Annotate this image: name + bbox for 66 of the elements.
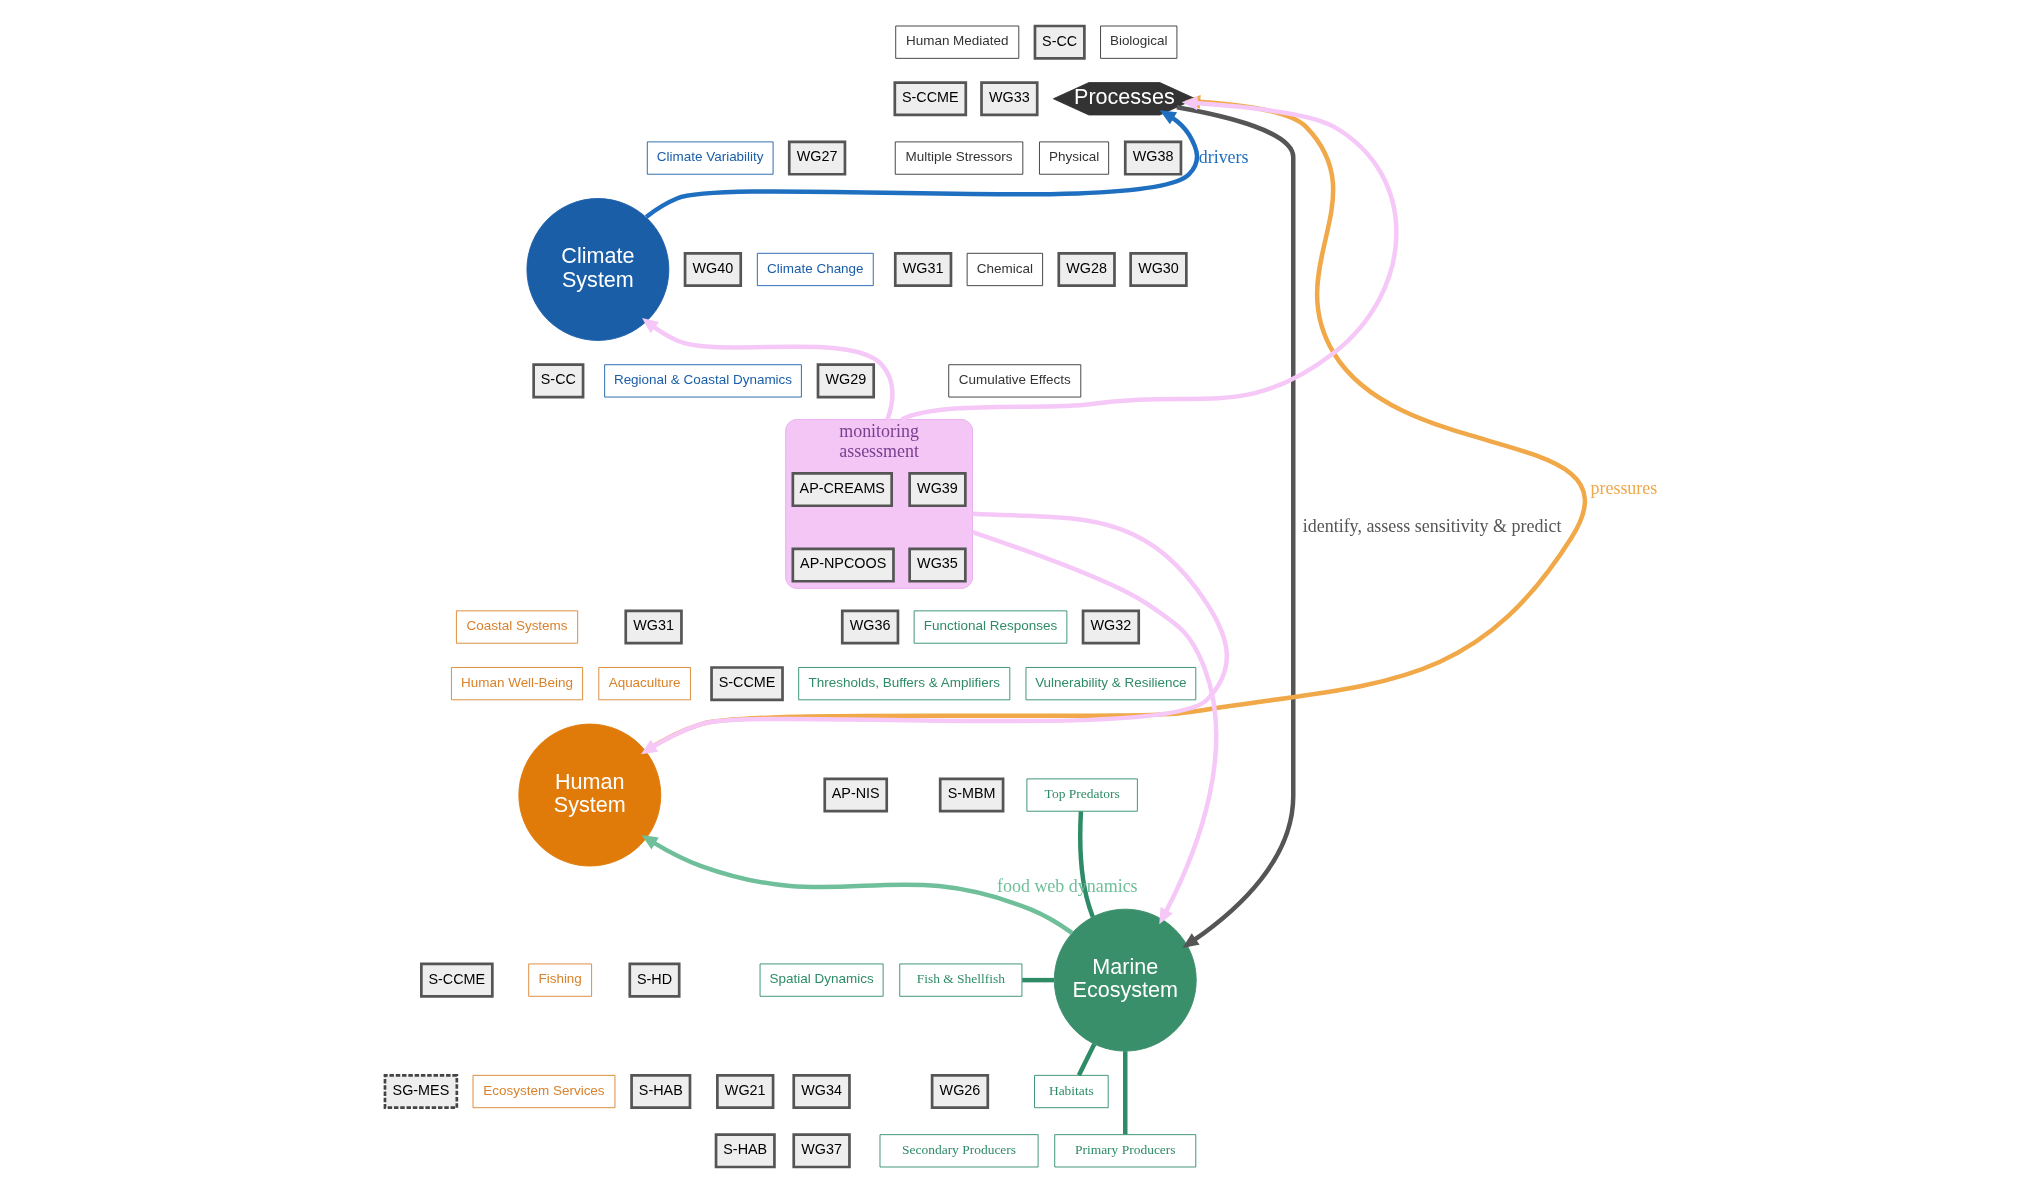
node-box: WG34 [792, 1074, 851, 1110]
node-circle: Climate System [526, 198, 670, 341]
node-box: S-MBM [938, 777, 1005, 813]
node-box: Ecosystem Services [472, 1074, 616, 1109]
arrow [971, 529, 1219, 925]
node-box: WG21 [716, 1074, 775, 1110]
node-box: Multiple Stressors [894, 141, 1024, 175]
node-box: Coastal Systems [455, 610, 579, 644]
node-box: S-CCME [893, 81, 968, 117]
node-box: WG27 [787, 140, 847, 176]
node-box: WG33 [980, 81, 1039, 117]
arrow [641, 835, 1074, 935]
node-box: Fishing [528, 963, 593, 997]
node-box: S-HAB [630, 1074, 692, 1110]
node-box: S-CC [1033, 24, 1086, 60]
node-box: WG39 [908, 472, 967, 508]
node-box: S-CC [532, 363, 585, 399]
node-box: Functional Responses [913, 610, 1068, 644]
node-box: WG30 [1129, 251, 1188, 287]
node-box: WG37 [792, 1133, 851, 1169]
arrow [642, 318, 895, 421]
connector [1123, 1051, 1128, 1135]
node-box: Secondary Producers [879, 1134, 1039, 1168]
edge-label: drivers [1198, 146, 1249, 167]
arrow [1176, 105, 1296, 948]
node-box: Climate Change [756, 252, 874, 287]
node-box: S-HAB [714, 1133, 776, 1169]
node-box: WG36 [840, 609, 900, 645]
edge-label: pressures [1590, 478, 1658, 499]
node-box: Vulnerability & Resilience [1025, 667, 1197, 701]
node-box: Primary Producers [1054, 1134, 1197, 1168]
node-box: Human Mediated [895, 25, 1020, 59]
node-box: Human Well-Being [451, 667, 584, 701]
node-box: WG28 [1057, 251, 1116, 287]
node-box: WG40 [683, 251, 743, 287]
node-box: Regional & Coastal Dynamics [604, 364, 802, 398]
node-box: WG26 [930, 1074, 990, 1110]
node-box: WG31 [893, 251, 953, 287]
node-box: WG38 [1123, 140, 1183, 176]
node-box: Cumulative Effects [948, 364, 1082, 398]
connector [1078, 811, 1095, 918]
connector [1076, 1043, 1097, 1077]
node-box: Fish & Shellfish [899, 963, 1023, 997]
node-box: Climate Variability [646, 141, 774, 175]
node-box: WG35 [908, 547, 967, 583]
node-box: WG31 [624, 609, 683, 645]
node-box: Habitats [1034, 1074, 1109, 1109]
node-box: S-CCME [420, 962, 494, 998]
node-box: WG32 [1081, 609, 1141, 645]
node-box: Spatial Dynamics [759, 963, 884, 997]
node-box: Aquaculture [598, 667, 691, 701]
node-box: Physical [1039, 141, 1110, 175]
node-box: S-HD [628, 962, 681, 998]
node-box: AP-CREAMS [791, 472, 893, 508]
node-box: WG29 [816, 363, 876, 399]
node-box: Chemical [966, 252, 1044, 287]
node-box: SG-MES [383, 1074, 459, 1110]
node-box: S-CCME [710, 666, 784, 702]
arrow [640, 511, 1229, 755]
node-box: AP-NIS [823, 777, 889, 813]
node-box: Top Predators [1026, 778, 1138, 812]
node-box: AP-NPCOOS [791, 547, 895, 583]
node-box: Biological [1100, 25, 1178, 59]
node-box: Thresholds, Buffers & Amplifiers [798, 667, 1011, 701]
edge-label: identify, assess sensitivity & predict [1302, 515, 1562, 536]
connector [1022, 977, 1054, 983]
